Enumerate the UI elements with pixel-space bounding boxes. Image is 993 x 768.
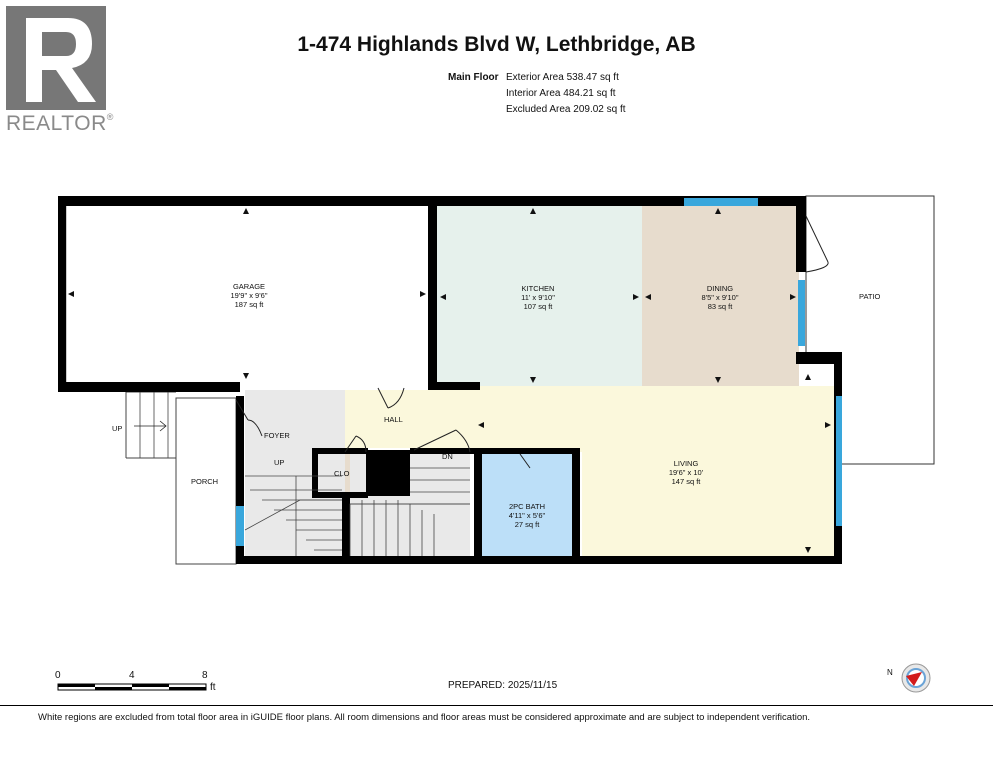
compass-north-label: N (887, 668, 893, 677)
room-closet: CLO (334, 469, 350, 478)
garage-outline (60, 200, 435, 390)
foyer-stairs (244, 475, 342, 556)
room-dims: 4'11" x 5'6" (508, 511, 546, 520)
porch-steps (125, 391, 176, 458)
room-bath: 2PC BATH 4'11" x 5'6" 27 sq ft (477, 502, 577, 529)
room-garage: GARAGE 19'9" x 9'6" 187 sq ft (199, 282, 299, 309)
foyer-upper-fill (245, 390, 312, 476)
excluded-area: Excluded Area 209.02 sq ft (506, 104, 626, 115)
disclaimer: White regions are excluded from total fl… (38, 712, 811, 723)
windows (236, 198, 842, 546)
down-stairs (349, 467, 470, 556)
area-summary: Main Floor Exterior Area 538.47 sq ft Int… (448, 70, 626, 118)
foyer-stairs-up: UP (274, 458, 285, 467)
bath-fill (481, 454, 572, 556)
room-area: 107 sq ft (523, 302, 553, 311)
room-patio: PATIO (859, 292, 881, 301)
room-kitchen: KITCHEN 11' x 9'10" 107 sq ft (488, 284, 588, 311)
room-dims: 19'9" x 9'6" (230, 291, 268, 300)
room-foyer: FOYER (264, 431, 290, 440)
scale-tick-8: 8 (202, 670, 208, 681)
room-area: 27 sq ft (514, 520, 540, 529)
room-porch: PORCH (191, 477, 219, 486)
registered-mark: ® (106, 112, 114, 122)
stairs-down: DN (442, 452, 453, 461)
room-hall: HALL (384, 415, 403, 424)
prepared-date: PREPARED: 2025/11/15 (448, 680, 558, 691)
scale-tick-4: 4 (129, 670, 135, 681)
kitchen-fill (437, 206, 642, 386)
exterior-area: Exterior Area 538.47 sq ft (506, 72, 619, 83)
room-area: 187 sq ft (234, 300, 264, 309)
room-name: DINING (706, 284, 734, 293)
scale-bar (57, 683, 207, 691)
room-dims: 11' x 9'10" (521, 293, 555, 302)
room-name: KITCHEN (521, 284, 555, 293)
porch-stairs-up: UP (112, 424, 123, 433)
compass-icon (901, 663, 931, 693)
room-living: LIVING 19'6" x 10' 147 sq ft (636, 459, 736, 486)
room-dims: 19'6" x 10' (668, 468, 704, 477)
room-area: 83 sq ft (707, 302, 733, 311)
room-name: 2PC BATH (508, 502, 546, 511)
doors (235, 215, 829, 469)
realtor-logo: REALTOR® (6, 6, 116, 136)
realtor-wordmark: REALTOR (6, 112, 107, 135)
footer-divider (0, 705, 993, 706)
dimension-arrows (68, 208, 831, 553)
room-dims: 8'5" x 9'10" (701, 293, 739, 302)
floor-label: Main Floor (448, 72, 499, 83)
room-name: LIVING (673, 459, 699, 468)
scale-tick-0: 0 (55, 670, 61, 681)
room-area: 147 sq ft (671, 477, 701, 486)
interior-area: Interior Area 484.21 sq ft (506, 88, 616, 99)
realtor-r-logo-icon (6, 6, 106, 110)
scale-unit: ft (210, 682, 216, 693)
room-name: GARAGE (232, 282, 266, 291)
room-dining: DINING 8'5" x 9'10" 83 sq ft (670, 284, 770, 311)
page-title: 1-474 Highlands Blvd W, Lethbridge, AB (297, 33, 696, 56)
dining-fill (642, 206, 799, 386)
